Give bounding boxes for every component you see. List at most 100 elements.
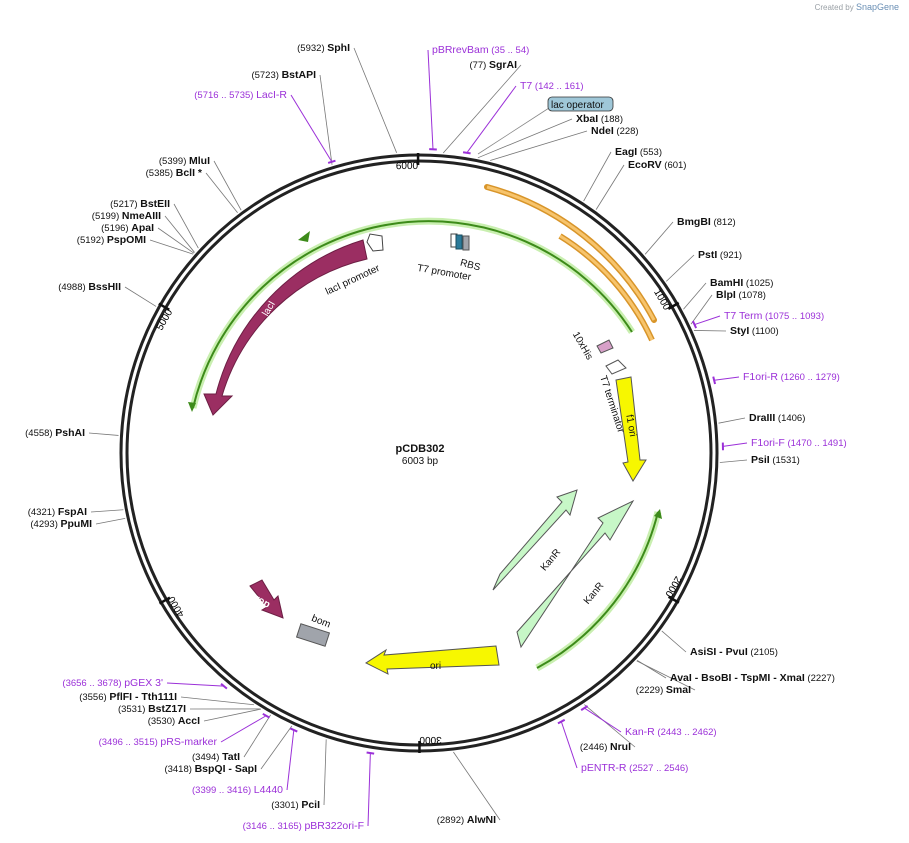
feature-label-ori: ori bbox=[430, 661, 441, 672]
enzyme-label: (5932) SphI bbox=[297, 42, 350, 54]
feature-label-f1-ori: f1 ori bbox=[623, 414, 638, 438]
enzyme-label: (5192) PspOMI bbox=[77, 234, 146, 246]
feature-label-kanr-inner: KanR bbox=[539, 547, 564, 573]
enzyme-leader bbox=[213, 160, 242, 211]
enzyme-leader bbox=[323, 739, 327, 806]
enzyme-label: (5399) MluI bbox=[159, 155, 210, 167]
feature-label-10xhis: 10xHis bbox=[570, 330, 595, 362]
primer-label: (5716 .. 5735) LacI-R bbox=[194, 89, 287, 101]
primer-marker bbox=[691, 320, 698, 329]
primer-label: T7 (142 .. 161) bbox=[520, 80, 584, 92]
primer-leader bbox=[584, 707, 622, 733]
enzyme-label: AvaI - BsoBI - TspMI - XmaI (2227) bbox=[670, 672, 835, 684]
enzyme-leader bbox=[584, 704, 636, 748]
tick-mark bbox=[667, 595, 680, 604]
primer-marker bbox=[366, 751, 375, 755]
primer-leader bbox=[367, 753, 371, 827]
primer-marker bbox=[220, 682, 228, 690]
kanr-inner-arrow bbox=[492, 489, 578, 591]
enzyme-leader bbox=[243, 714, 271, 758]
primer-leader bbox=[714, 376, 740, 381]
primer-label: Kan-R (2443 .. 2462) bbox=[625, 726, 717, 738]
feature-label-rbs: RBS bbox=[459, 258, 482, 274]
enzyme-label: (4293) PpuMI bbox=[30, 518, 92, 530]
enzyme-label: (4321) FspAI bbox=[28, 506, 87, 518]
his-tag-shape bbox=[596, 339, 614, 354]
enzyme-leader bbox=[690, 294, 713, 325]
primer-layer: pBRrevBam (35 .. 54) T7 (142 .. 161) (5716… bbox=[62, 44, 846, 832]
enzyme-label: EcoRV (601) bbox=[628, 159, 686, 171]
feature-labels: lac operator RBS T7 promoter lacI promot… bbox=[252, 100, 638, 672]
enzyme-leader bbox=[88, 432, 119, 436]
enzyme-leader bbox=[157, 227, 195, 254]
enzyme-leader bbox=[636, 660, 667, 679]
enzyme-leader bbox=[453, 751, 501, 821]
bom-box bbox=[295, 623, 331, 647]
primer-marker bbox=[712, 376, 717, 385]
enzyme-leader bbox=[442, 64, 522, 154]
lac-operator-box bbox=[547, 96, 614, 112]
laci-cds-arrow bbox=[203, 239, 368, 416]
enzyme-leader bbox=[693, 330, 727, 332]
enzyme-label: (5196) ApaI bbox=[101, 222, 154, 234]
enzyme-leader bbox=[203, 708, 261, 722]
primer-leader bbox=[722, 442, 748, 447]
enzyme-label: (3301) PciI bbox=[271, 799, 320, 811]
enzyme-leader bbox=[718, 417, 746, 424]
enzyme-label: EagI (553) bbox=[615, 146, 662, 158]
enzyme-label: (4558) PshAI bbox=[25, 427, 85, 439]
feature-label-kanr-outer: KanR bbox=[582, 580, 607, 606]
feature-layer bbox=[188, 96, 662, 675]
ori-arrow bbox=[364, 645, 500, 675]
enzyme-leader bbox=[95, 518, 126, 525]
enzyme-label: PstI (921) bbox=[698, 249, 742, 261]
enzyme-label: AsiSI - PvuI (2105) bbox=[690, 646, 778, 658]
enzyme-leader bbox=[683, 282, 707, 310]
primer-marker bbox=[462, 151, 471, 155]
tick-mark bbox=[158, 596, 171, 605]
enzyme-label: BamHI (1025) bbox=[710, 277, 773, 289]
enzyme-layer: (5932) SphI(5723) BstAPI(5399) MluI(5385… bbox=[25, 42, 835, 826]
credit-prefix: Created by bbox=[814, 3, 854, 12]
enzyme-leader bbox=[595, 164, 625, 210]
snapgene-logo: SnapGene bbox=[855, 2, 899, 12]
enzyme-leader bbox=[90, 509, 124, 513]
primer-label: F1ori-R (1260 .. 1279) bbox=[743, 371, 840, 383]
enzyme-label: (3530) AccI bbox=[148, 715, 200, 727]
primer-leader bbox=[286, 729, 295, 791]
primer-marker bbox=[327, 159, 336, 164]
enzyme-label: PsiI (1531) bbox=[751, 454, 800, 466]
enzyme-leader bbox=[719, 459, 748, 463]
primer-label: pBRrevBam (35 .. 54) bbox=[432, 44, 529, 56]
tick-label: 6000 bbox=[396, 161, 419, 172]
enzyme-leader bbox=[164, 215, 195, 253]
enzyme-leader bbox=[260, 725, 293, 770]
enzyme-leader bbox=[583, 151, 612, 202]
enzyme-label: (5723) BstAPI bbox=[251, 69, 316, 81]
primer-label: (3399 .. 3416) L4440 bbox=[192, 784, 283, 796]
enzyme-label: XbaI (188) bbox=[576, 113, 623, 125]
enzyme-leader bbox=[665, 254, 695, 282]
rop-arrow bbox=[249, 579, 284, 619]
primer-marker bbox=[580, 705, 589, 711]
primer-leader bbox=[220, 715, 267, 743]
enzyme-label: (2892) AlwNI bbox=[437, 814, 496, 826]
f1-ori-arrow bbox=[615, 376, 647, 482]
primer-leader bbox=[166, 682, 224, 687]
green-feature-arc-bottom-line bbox=[536, 511, 659, 669]
enzyme-label: (3556) PflFI - Tth111I bbox=[79, 691, 177, 703]
lac-operator-leader bbox=[477, 107, 550, 155]
enzyme-label: DraIII (1406) bbox=[749, 412, 805, 424]
enzyme-leader bbox=[353, 47, 398, 153]
tick-label: 3000 bbox=[419, 734, 442, 745]
enzyme-label: NdeI (228) bbox=[591, 125, 639, 137]
primer-leader bbox=[427, 49, 434, 150]
green-arrow-head-bottom bbox=[654, 509, 662, 519]
primer-leader bbox=[466, 85, 517, 154]
green-arrow-head-top bbox=[298, 231, 310, 242]
primer-marker bbox=[557, 718, 566, 725]
primer-marker bbox=[262, 712, 270, 719]
enzyme-label: BlpI (1078) bbox=[716, 289, 766, 301]
orange-feature-arc-outer-fill bbox=[486, 185, 656, 321]
